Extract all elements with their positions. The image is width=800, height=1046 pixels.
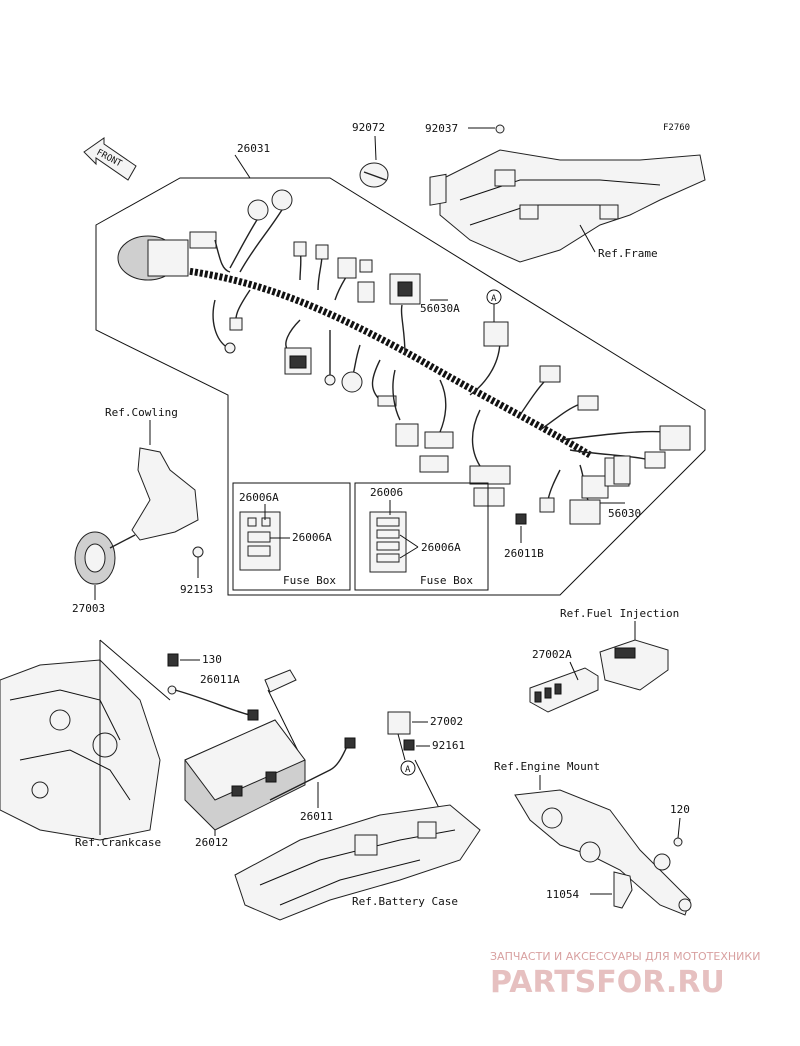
svg-text:26011A: 26011A	[200, 673, 240, 686]
svg-text:26011B: 26011B	[504, 547, 544, 560]
svg-text:A: A	[491, 294, 497, 304]
svg-text:56030A: 56030A	[420, 302, 460, 315]
svg-text:92072: 92072	[352, 121, 385, 134]
svg-text:26011: 26011	[300, 810, 333, 823]
svg-text:26012: 26012	[195, 836, 228, 849]
clamp-92072: 92072	[352, 121, 389, 188]
svg-text:120: 120	[670, 803, 690, 816]
svg-text:27003: 27003	[72, 602, 105, 615]
figure-code: F2760	[663, 123, 690, 133]
svg-text:Ref.Battery Case: Ref.Battery Case	[352, 895, 458, 908]
svg-text:Ref.Frame: Ref.Frame	[598, 247, 658, 260]
svg-text:11054: 11054	[546, 888, 579, 901]
frame-assembly: 92037 Ref.Frame	[425, 122, 706, 263]
svg-text:92037: 92037	[425, 122, 458, 135]
engine-mount: Ref.Engine Mount 120 11054	[494, 760, 692, 916]
relay-56030A: 56030A	[420, 173, 460, 315]
svg-text:ЗАПЧАСТИ И АКСЕССУАРЫ ДЛЯ МОТО: ЗАПЧАСТИ И АКСЕССУАРЫ ДЛЯ МОТОТЕХНИКИ	[490, 950, 760, 963]
relay-56030: 56030	[600, 455, 641, 520]
svg-text:26006: 26006	[370, 486, 403, 499]
svg-text:Ref.Cowling: Ref.Cowling	[105, 406, 178, 419]
horn-assembly: Ref.Cowling 92153 27003	[72, 406, 213, 615]
svg-text:92161: 92161	[432, 739, 465, 752]
fuse-box-left: 26006A 26006A Fuse Box	[232, 482, 351, 591]
svg-text:27002A: 27002A	[532, 648, 572, 661]
starter-relay-27002: 27002 92161 A	[387, 711, 465, 811]
svg-text:27002: 27002	[430, 715, 463, 728]
svg-text:PARTSFOR.RU: PARTSFOR.RU	[490, 965, 725, 1000]
battery-26012: 26012	[184, 719, 306, 849]
svg-text:Ref.Fuel Injection: Ref.Fuel Injection	[560, 607, 679, 620]
main-harness-box	[95, 177, 706, 596]
svg-text:56030: 56030	[608, 507, 641, 520]
svg-text:26006A: 26006A	[292, 531, 332, 544]
main-box-label: 26031	[237, 142, 270, 155]
ground-26011B: 26011B	[504, 513, 544, 560]
svg-text:92153: 92153	[180, 583, 213, 596]
svg-text:26006A: 26006A	[239, 491, 279, 504]
watermark: ЗАПЧАСТИ И АКСЕССУАРЫ ДЛЯ МОТОТЕХНИКИ PA…	[490, 950, 760, 1000]
fuel-injection-relay: Ref.Fuel Injection 27002A	[529, 607, 679, 713]
svg-text:130: 130	[202, 653, 222, 666]
svg-text:26006A: 26006A	[421, 541, 461, 554]
crankcase: Ref.Crankcase	[0, 639, 171, 849]
ground-cable-26011A: 130 26011A	[167, 653, 301, 756]
svg-text:Fuse Box: Fuse Box	[420, 574, 473, 587]
main-wiring-harness	[117, 189, 691, 525]
front-arrow: FRONT	[83, 137, 137, 181]
svg-text:Ref.Crankcase: Ref.Crankcase	[75, 836, 161, 849]
battery-case: Ref.Battery Case	[234, 804, 481, 921]
svg-text:Ref.Engine Mount: Ref.Engine Mount	[494, 760, 600, 773]
svg-text:Fuse Box: Fuse Box	[283, 574, 336, 587]
fuse-box-right: 26006 26006A Fuse Box	[354, 482, 489, 591]
connector-marker-a-bottom: A	[405, 765, 411, 775]
connector-marker-a-top: A	[486, 289, 502, 322]
battery-cable-26011: 26011	[269, 737, 356, 823]
